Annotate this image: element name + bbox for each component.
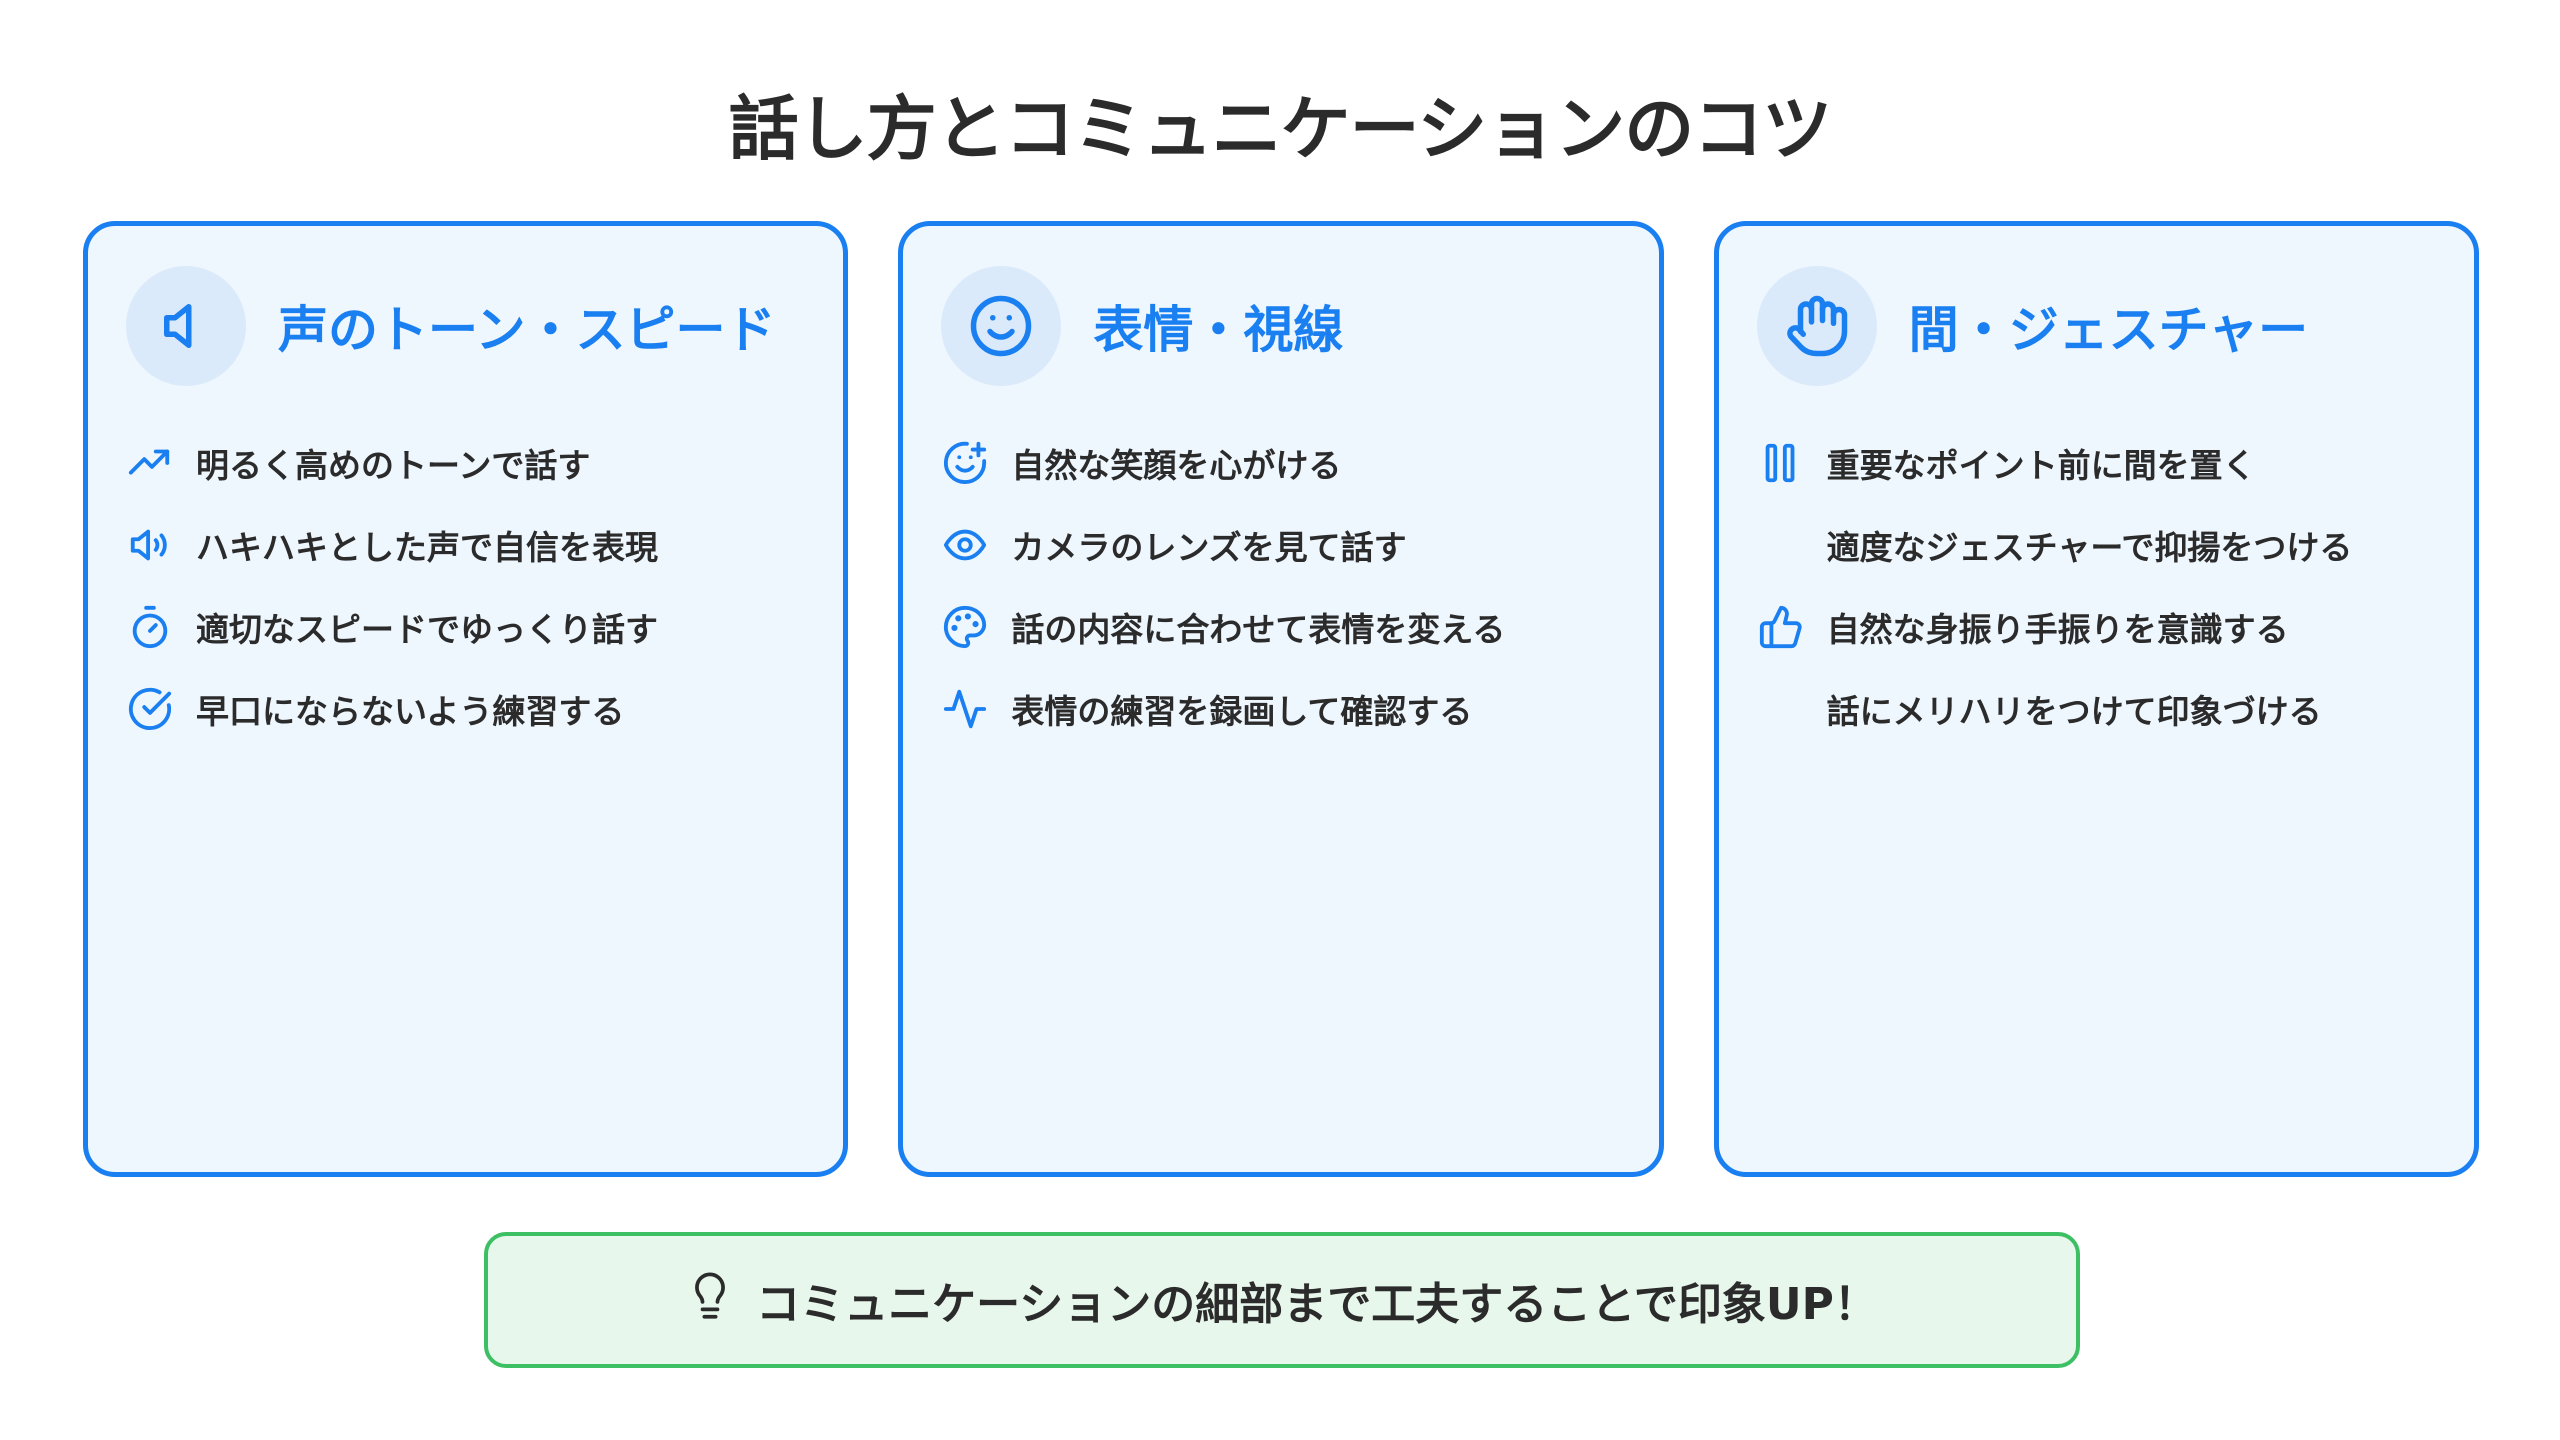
list-item: 明るく高めのトーンで話す [126, 422, 823, 504]
smile-icon [941, 266, 1062, 386]
item-list: 重要なポイント前に間を置く 適度なジェスチャーで抑揚をつける 自然な身振り手振り… [1757, 422, 2454, 750]
card-header: 声のトーン・スピード [126, 266, 776, 386]
item-list: 明るく高めのトーンで話す ハキハキとした声で自信を表現 [126, 422, 823, 750]
item-text: 話の内容に合わせて表情を変える [1011, 610, 1506, 649]
item-text: 早口にならないよう練習する [196, 692, 625, 731]
item-text: 話にメリハリをつけて印象づける [1826, 692, 2322, 731]
list-item: 表情の練習を録画して確認する [941, 668, 1638, 750]
card-header: 間・ジェスチャー [1756, 266, 2309, 386]
list-item: 自然な笑顔を心がける [941, 422, 1638, 504]
item-text: カメラのレンズを見て話す [1011, 528, 1407, 567]
card-pause-gesture: 間・ジェスチャー 重要なポイント前に間を置く 適度なジェスチャーで抑揚をつける [1713, 221, 2479, 1177]
card-expression-gaze: 表情・視線 自然な笑顔を心がける [898, 221, 1664, 1177]
lightbulb-icon [686, 1270, 734, 1330]
activity-icon [941, 685, 989, 733]
item-list: 自然な笑顔を心がける カメラのレンズを見て話す [941, 422, 1638, 750]
list-item: 早口にならないよう練習する [126, 668, 823, 750]
list-item: 自然な身振り手振りを意識する [1757, 586, 2454, 668]
card-voice-tone-speed: 声のトーン・スピード 明るく高めのトーンで話す [83, 221, 849, 1177]
card-title: 声のトーン・スピード [278, 301, 776, 359]
list-item: 話の内容に合わせて表情を変える [941, 586, 1638, 668]
tip-text: コミュニケーションの細部まで工夫することで印象UP！ [756, 1279, 1878, 1330]
trending-up-icon [126, 439, 174, 487]
item-text: 重要なポイント前に間を置く [1826, 446, 2256, 485]
thumbs-up-icon [1757, 603, 1805, 651]
item-text: 明るく高めのトーンで話す [196, 446, 591, 485]
list-item: 適切なスピードでゆっくり話す [126, 586, 823, 668]
card-title: 表情・視線 [1093, 301, 1344, 359]
check-circle-icon [126, 685, 174, 733]
eye-icon [941, 521, 989, 569]
volume-icon [126, 521, 174, 569]
cards-container: 声のトーン・スピード 明るく高めのトーンで話す [83, 221, 2479, 1177]
item-text: 適度なジェスチャーで抑揚をつける [1826, 528, 2353, 567]
speaker-icon [126, 266, 246, 386]
blank-icon-placeholder [1757, 685, 1805, 733]
item-text: 適切なスピードでゆっくり話す [196, 610, 658, 649]
page-title: 話し方とコミュニケーションのコツ [728, 88, 1833, 170]
pause-icon [1757, 439, 1805, 487]
list-item: 適度なジェスチャーで抑揚をつける [1757, 504, 2454, 586]
item-text: 自然な笑顔を心がける [1011, 446, 1342, 485]
hand-icon [1756, 266, 1877, 386]
item-text: ハキハキとした声で自信を表現 [196, 528, 658, 567]
stopwatch-icon [126, 603, 174, 651]
list-item: カメラのレンズを見て話す [941, 504, 1638, 586]
item-text: 自然な身振り手振りを意識する [1826, 610, 2289, 649]
list-item: ハキハキとした声で自信を表現 [126, 504, 823, 586]
item-text: 表情の練習を録画して確認する [1011, 692, 1473, 731]
list-item: 話にメリハリをつけて印象づける [1757, 668, 2454, 750]
list-item: 重要なポイント前に間を置く [1757, 422, 2454, 504]
card-title: 間・ジェスチャー [1908, 301, 2309, 359]
blank-icon-placeholder [1757, 521, 1805, 569]
palette-icon [941, 603, 989, 651]
smile-plus-icon [941, 439, 989, 487]
card-header: 表情・視線 [941, 266, 1343, 386]
tip-banner: コミュニケーションの細部まで工夫することで印象UP！ [484, 1232, 2080, 1368]
